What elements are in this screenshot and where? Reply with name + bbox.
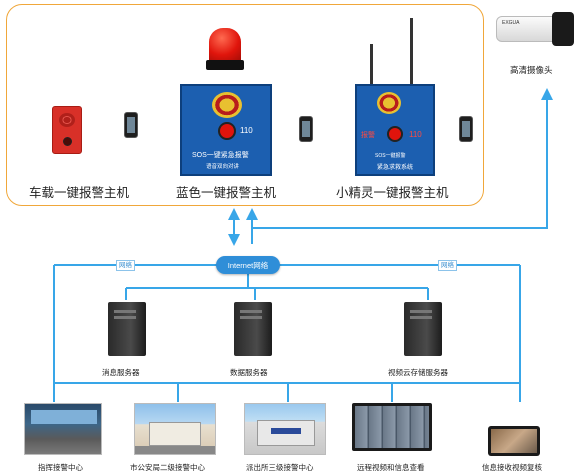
car-alarm-unit-image <box>52 106 82 154</box>
phone-icon <box>124 112 138 138</box>
server-label: 视频云存储服务器 <box>388 367 448 378</box>
siren-icon <box>206 22 244 72</box>
server-icon <box>108 302 146 356</box>
intercom-text: 语音双向对讲 <box>206 162 239 170</box>
server-icon <box>404 302 442 356</box>
command-center-image <box>24 403 102 455</box>
sprite-alarm-unit-image: 报警 110 SOS一键报警 紧急求救系统 <box>355 84 435 176</box>
hd-camera-image: EXGUA <box>496 10 574 50</box>
server-icon <box>234 302 272 356</box>
police-emblem-icon <box>212 92 242 118</box>
internet-hub: Internet网络 <box>216 256 280 274</box>
endpoint-label: 远程视频和信息查看 <box>357 462 425 473</box>
network-tag: 网络 <box>438 260 457 271</box>
sprite-alarm-label: 小精灵一键报警主机 <box>336 182 449 201</box>
antenna-icon <box>370 44 373 84</box>
endpoint-label: 派出所三级接警中心 <box>246 462 314 473</box>
phone-icon <box>299 116 313 142</box>
blue-alarm-label: 蓝色一键报警主机 <box>176 182 276 201</box>
blue-alarm-unit-image: 110 SOS一键紧急报警 语音双向对讲 <box>180 84 272 176</box>
car-alarm-label: 车载一键报警主机 <box>29 182 129 201</box>
endpoint-label: 指挥接警中心 <box>38 462 83 473</box>
endpoint-label: 信息接收视频复核 <box>482 462 542 473</box>
server-label: 数据服务器 <box>230 367 268 378</box>
sos-text: SOS一键紧急报警 <box>192 150 249 160</box>
city-police-image <box>134 403 216 455</box>
endpoint-label: 市公安局二级接警中心 <box>130 462 205 473</box>
camera-label: 高清摄像头 <box>510 64 553 76</box>
network-tag: 网络 <box>116 260 135 271</box>
server-label: 消息服务器 <box>102 367 140 378</box>
monitor-image <box>352 403 432 451</box>
police-emblem-icon <box>377 92 401 114</box>
tablet-image <box>488 426 540 456</box>
antenna-icon <box>410 18 413 84</box>
station-image <box>244 403 326 455</box>
phone-icon <box>459 116 473 142</box>
